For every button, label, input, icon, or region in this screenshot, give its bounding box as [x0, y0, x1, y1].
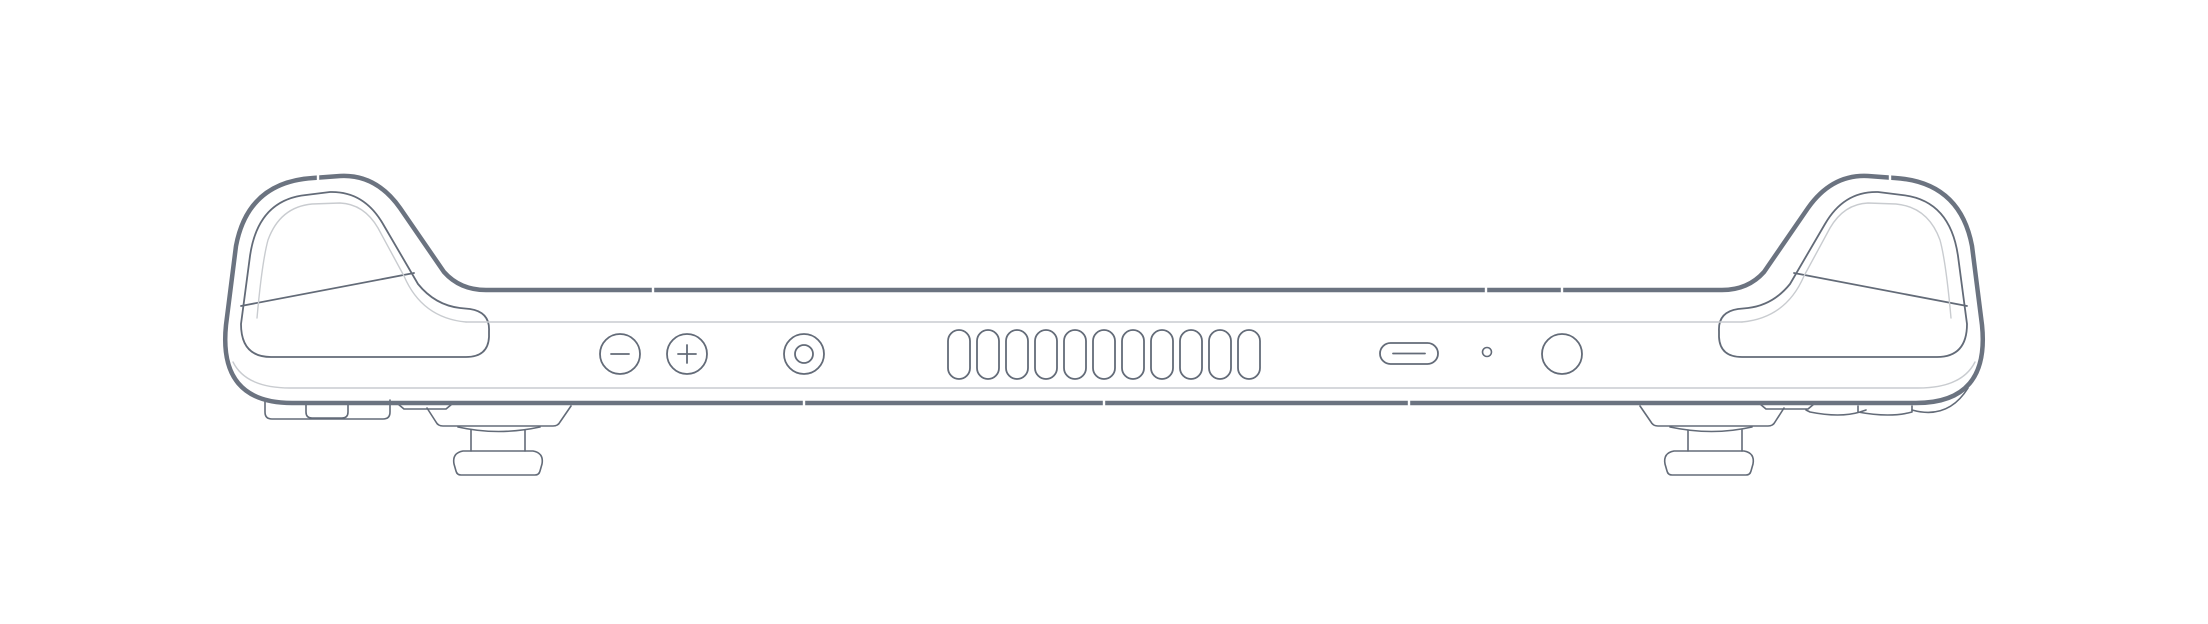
volume-down-icon [599, 333, 641, 375]
vent-grille-icon [947, 329, 1261, 380]
back-edge-contour [232, 202, 1976, 389]
front-panel-contour [240, 191, 1968, 358]
vent-slot [947, 329, 971, 380]
vent-slot [976, 329, 1000, 380]
vent-slot [1150, 329, 1174, 380]
microphone-hole-icon [1481, 346, 1493, 358]
vent-slot [1121, 329, 1145, 380]
vent-slot [1034, 329, 1058, 380]
right-bumper-icon [1759, 387, 1969, 416]
usb-c-port-icon [1379, 342, 1439, 365]
headphone-jack-icon [783, 333, 825, 375]
left-bumper-icon [264, 399, 453, 420]
vent-slot [1179, 329, 1203, 380]
right-trigger-icon [1639, 405, 1785, 476]
volume-up-icon [666, 333, 708, 375]
vent-slot [1092, 329, 1116, 380]
vent-slot [1063, 329, 1087, 380]
vent-slot [1005, 329, 1029, 380]
power-button-icon [1541, 333, 1583, 375]
vent-slot [1237, 329, 1261, 380]
left-trigger-icon [426, 405, 572, 476]
vent-slot [1208, 329, 1232, 380]
device-body-outline [222, 172, 1986, 410]
